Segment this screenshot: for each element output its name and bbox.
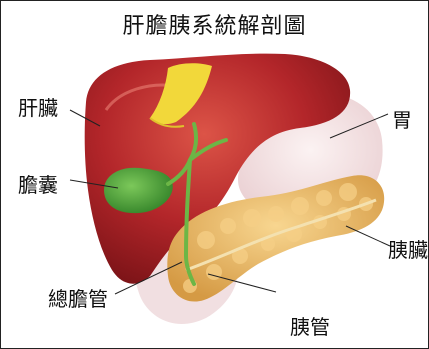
label-pancreas: 胰臟 bbox=[388, 234, 428, 263]
leader-pancreas bbox=[346, 226, 390, 246]
label-pancreatic-duct: 胰管 bbox=[290, 311, 330, 340]
label-stomach: 胃 bbox=[392, 104, 412, 133]
label-gallbladder: 膽囊 bbox=[18, 169, 58, 198]
label-liver: 肝臟 bbox=[18, 92, 58, 121]
label-common-bile-duct: 總膽管 bbox=[48, 283, 108, 312]
diagram-title: 肝膽胰系統解剖圖 bbox=[0, 8, 429, 40]
